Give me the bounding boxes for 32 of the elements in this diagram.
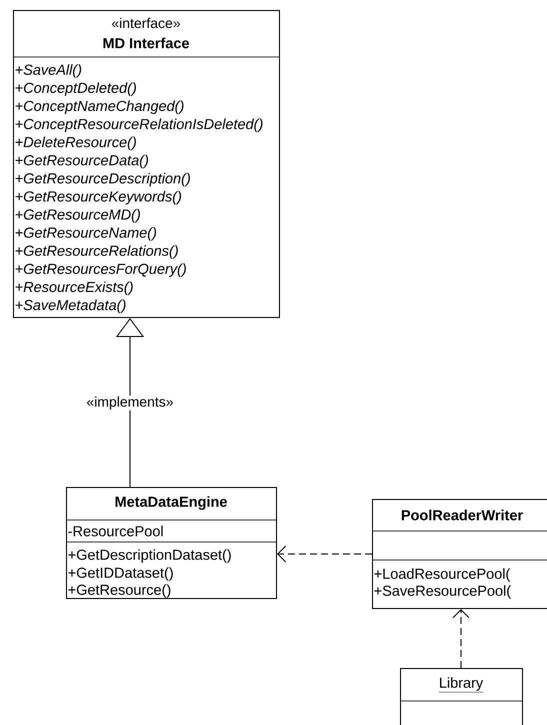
method-text: +ConceptDeleted() — [16, 82, 136, 96]
arrow — [277, 546, 372, 562]
class-name: MD Interface — [103, 38, 189, 48]
method-text: +GetResourceRelations() — [16, 245, 178, 259]
method-text: +SaveMetadata() — [16, 300, 126, 314]
method-text: +GetResourceData() — [16, 154, 148, 168]
method-text: +GetDescriptionDataset() — [68, 549, 231, 563]
method-text: +LoadResourcePool( — [374, 568, 510, 582]
method-text: +GetIDDataset() — [68, 567, 173, 581]
method-text: +ResourceExists() — [16, 281, 133, 295]
method-text: +GetResourcesForQuery() — [16, 263, 186, 277]
arrow — [452, 609, 470, 668]
class-name: MetaDataEngine — [116, 496, 227, 510]
method-text: +ConceptNameChanged() — [16, 100, 184, 114]
attribute-text: -ResourcePool — [68, 526, 163, 536]
class-box — [66, 487, 277, 599]
stereotype-label: «interface» — [112, 18, 180, 28]
class-box — [372, 499, 547, 609]
method-text: +SaveAll() — [16, 64, 82, 78]
method-text: +GetResource() — [68, 584, 170, 598]
class-box — [12, 10, 280, 318]
method-text: +DeleteResource() — [16, 136, 136, 150]
method-text: +SaveResourcePool( — [374, 585, 512, 599]
method-text: +GetResourceMD() — [16, 209, 140, 223]
method-text: +GetResourceKeywords() — [16, 190, 182, 204]
object-name: Library — [438, 677, 484, 692]
edge-label: «implements» — [85, 395, 175, 411]
class-name: PoolReaderWriter — [402, 510, 523, 520]
method-text: +ConceptResourceRelationIsDeleted() — [16, 118, 262, 132]
method-text: +GetResourceName() — [16, 227, 156, 241]
class-box — [400, 668, 523, 725]
method-text: +GetResourceDescription() — [16, 172, 190, 186]
